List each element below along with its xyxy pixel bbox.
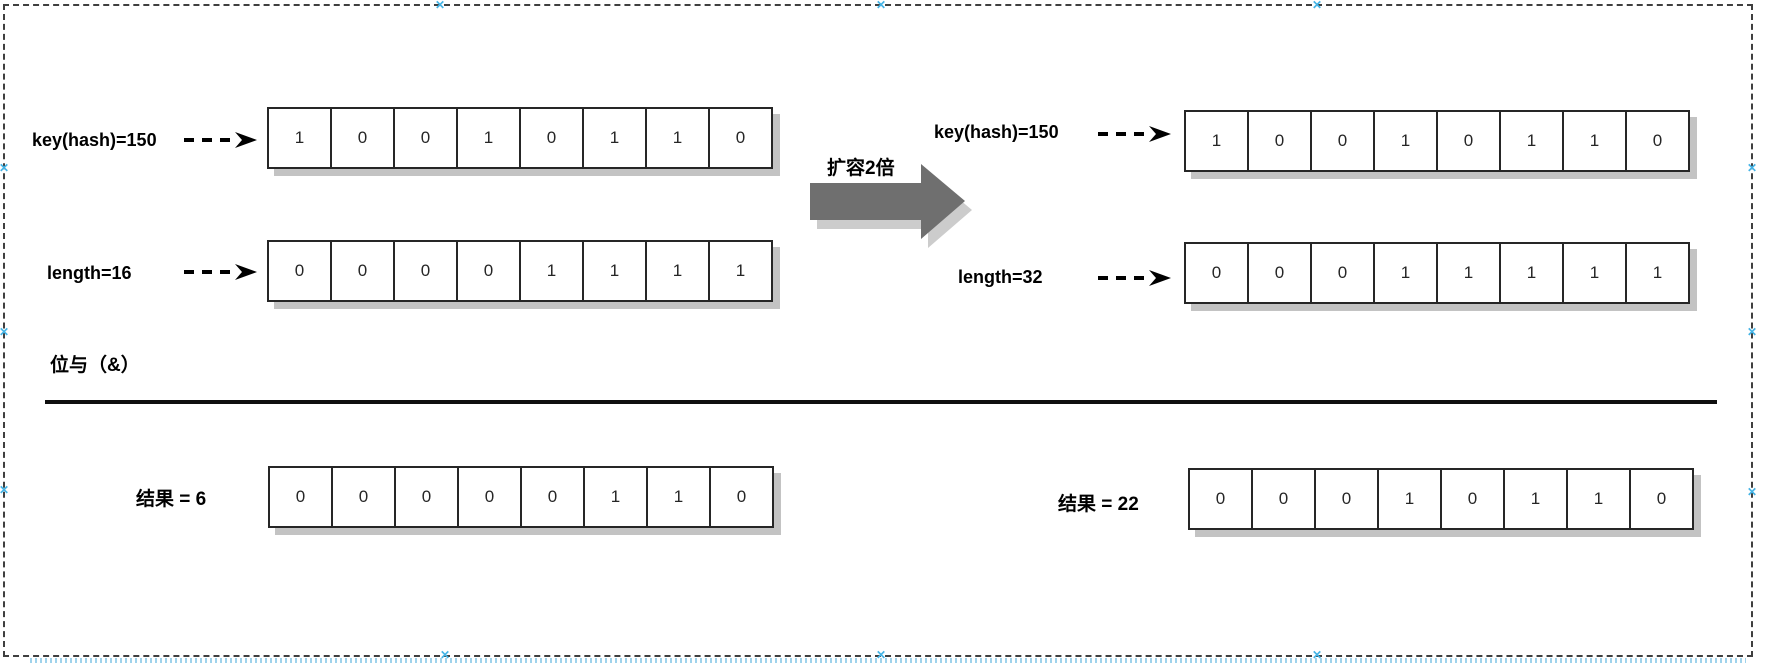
selection-handle-icon[interactable]: ✕: [0, 161, 10, 175]
binary-row-result-right[interactable]: 0 0 0 1 0 1 1 0: [1188, 468, 1694, 530]
bit-cell[interactable]: 1: [582, 109, 645, 167]
bit-cell[interactable]: 0: [1436, 112, 1499, 170]
bit-cell[interactable]: 0: [1310, 112, 1373, 170]
bit-cell[interactable]: 1: [1373, 244, 1436, 302]
selection-handle-icon[interactable]: ✕: [0, 483, 10, 497]
bit-cell[interactable]: 1: [646, 468, 709, 526]
dashed-arrow-icon[interactable]: [182, 130, 260, 150]
bit-cell[interactable]: 1: [1377, 470, 1440, 528]
selection-handle-icon[interactable]: ✕: [1746, 325, 1758, 339]
bit-cell[interactable]: 0: [330, 109, 393, 167]
bit-cell[interactable]: 1: [645, 109, 708, 167]
bit-cell[interactable]: 1: [1436, 244, 1499, 302]
bit-cell[interactable]: 0: [520, 468, 583, 526]
bit-cell[interactable]: 0: [1186, 244, 1247, 302]
bit-cell[interactable]: 0: [393, 109, 456, 167]
bit-cell[interactable]: 0: [456, 242, 519, 300]
bit-cell[interactable]: 0: [1247, 244, 1310, 302]
bit-cell[interactable]: 0: [269, 242, 330, 300]
bit-cell[interactable]: 0: [331, 468, 394, 526]
bit-cell[interactable]: 1: [582, 242, 645, 300]
bit-cell[interactable]: 0: [519, 109, 582, 167]
bit-cell[interactable]: 1: [1373, 112, 1436, 170]
bit-cell[interactable]: 1: [583, 468, 646, 526]
bit-cell[interactable]: 0: [708, 109, 771, 167]
canvas-dashed-border: [3, 4, 1753, 657]
length-label-right[interactable]: length=32: [958, 267, 1043, 287]
binary-row-length-left[interactable]: 0 0 0 0 1 1 1 1: [267, 240, 773, 302]
bit-cell[interactable]: 0: [330, 242, 393, 300]
bit-cell[interactable]: 1: [269, 109, 330, 167]
selection-handle-icon[interactable]: ✕: [1311, 648, 1323, 662]
bit-cell[interactable]: 1: [1566, 470, 1629, 528]
bit-cell[interactable]: 1: [1562, 244, 1625, 302]
bit-cell[interactable]: 0: [1251, 470, 1314, 528]
bit-cell[interactable]: 0: [394, 468, 457, 526]
selection-bottom-strip: [30, 658, 1746, 663]
result-label-right[interactable]: 结果 = 22: [1058, 494, 1139, 515]
length-label-left[interactable]: length=16: [47, 263, 132, 283]
bit-cell[interactable]: 0: [1310, 244, 1373, 302]
selection-handle-icon[interactable]: ✕: [875, 0, 887, 12]
selection-handle-icon[interactable]: ✕: [875, 648, 887, 662]
bit-cell[interactable]: 0: [1247, 112, 1310, 170]
binary-row-key-left[interactable]: 1 0 0 1 0 1 1 0: [267, 107, 773, 169]
selection-handle-icon[interactable]: ✕: [1746, 485, 1758, 499]
binary-row-key-right[interactable]: 1 0 0 1 0 1 1 0: [1184, 110, 1690, 172]
bit-cell[interactable]: 0: [270, 468, 331, 526]
bit-cell[interactable]: 0: [1629, 470, 1692, 528]
key-hash-label-right[interactable]: key(hash)=150: [934, 122, 1059, 142]
expand-arrow-label[interactable]: 扩容2倍: [827, 158, 895, 179]
dashed-arrow-icon[interactable]: [182, 262, 260, 282]
binary-row-length-right[interactable]: 0 0 0 1 1 1 1 1: [1184, 242, 1690, 304]
bit-cell[interactable]: 0: [1190, 470, 1251, 528]
bit-cell[interactable]: 0: [393, 242, 456, 300]
selection-handle-icon[interactable]: ✕: [0, 325, 10, 339]
bit-cell[interactable]: 1: [1503, 470, 1566, 528]
key-hash-label-left[interactable]: key(hash)=150: [32, 130, 157, 150]
selection-handle-icon[interactable]: ✕: [434, 0, 446, 12]
bitwise-and-label[interactable]: 位与（&）: [50, 355, 140, 376]
operation-divider-line: [45, 400, 1717, 404]
expand-block-arrow-icon[interactable]: [808, 161, 976, 251]
binary-row-result-left[interactable]: 0 0 0 0 0 1 1 0: [268, 466, 774, 528]
bit-cell[interactable]: 0: [1440, 470, 1503, 528]
bit-cell[interactable]: 1: [519, 242, 582, 300]
bit-cell[interactable]: 0: [709, 468, 772, 526]
dashed-arrow-icon[interactable]: [1096, 268, 1174, 288]
bit-cell[interactable]: 0: [457, 468, 520, 526]
bit-cell[interactable]: 1: [1499, 244, 1562, 302]
result-label-left[interactable]: 结果 = 6: [136, 489, 207, 510]
selection-handle-icon[interactable]: ✕: [439, 648, 451, 662]
bit-cell[interactable]: 1: [1562, 112, 1625, 170]
bit-cell[interactable]: 1: [1186, 112, 1247, 170]
bit-cell[interactable]: 0: [1625, 112, 1688, 170]
bit-cell[interactable]: 1: [456, 109, 519, 167]
selection-handle-icon[interactable]: ✕: [1311, 0, 1323, 12]
bit-cell[interactable]: 1: [1499, 112, 1562, 170]
bit-cell[interactable]: 1: [708, 242, 771, 300]
dashed-arrow-icon[interactable]: [1096, 124, 1174, 144]
bit-cell[interactable]: 1: [645, 242, 708, 300]
bit-cell[interactable]: 0: [1314, 470, 1377, 528]
selection-handle-icon[interactable]: ✕: [1746, 161, 1758, 175]
bit-cell[interactable]: 1: [1625, 244, 1688, 302]
